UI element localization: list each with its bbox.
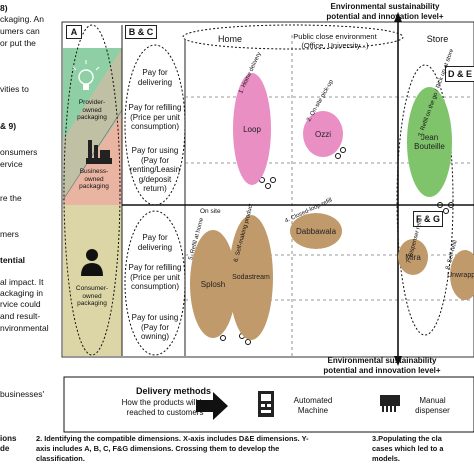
- left-text-line: onsumers: [0, 147, 38, 157]
- lightbulb-icon: [72, 60, 100, 90]
- consumer-owned-label: Consumer- owned packaging: [75, 285, 109, 307]
- blob-dabbawala: Dabbawala: [290, 213, 342, 249]
- delivery-arrow-icon: [196, 392, 228, 420]
- axis-arrow-up: [394, 12, 402, 22]
- header-home: Home: [217, 34, 242, 44]
- blob-sodastream: Sodastream: [229, 215, 273, 340]
- left-text-line: ervice: [0, 159, 23, 169]
- diagram-frame: [61, 21, 474, 358]
- manual-dispenser-label: Manual dispenser: [415, 396, 450, 415]
- business-overlap: [63, 48, 122, 200]
- left-text-line: re the: [0, 193, 22, 203]
- pay-delivering-bottom: Pay for delivering: [137, 233, 173, 252]
- blob-splosh: Splosh: [190, 230, 236, 338]
- caption-right: 3.Populating the cla cases which led to …: [372, 434, 444, 463]
- provider-owned-label: Provider- owned packaging: [77, 99, 107, 121]
- payment-top-oval: [124, 44, 186, 206]
- left-text-line: tential: [0, 255, 26, 265]
- delivery-subtitle: How the products will be reached to cust…: [121, 398, 209, 417]
- left-text-line: rvice could: [0, 299, 41, 309]
- consumer-band: [63, 205, 122, 356]
- caption-left: ions de: [0, 434, 17, 453]
- automated-machine-icon: [258, 391, 274, 417]
- header-public: Public close environment (Office, Univer…: [293, 32, 377, 50]
- location-oval: [182, 24, 404, 50]
- axis-arrow-down: [394, 356, 402, 366]
- left-text-line: ackaging in: [0, 288, 44, 298]
- pay-delivering-top: Pay for delivering: [137, 68, 173, 87]
- person-icon: [81, 249, 103, 276]
- manual-dispenser-icon: [380, 395, 400, 412]
- store-oval: [396, 64, 454, 336]
- left-text-line: mers: [0, 229, 19, 239]
- business-owned-label: Business- owned packaging: [79, 168, 109, 190]
- left-text-line: or put the: [0, 38, 36, 48]
- blob-jean-bouteille: Jean Bouteille: [407, 87, 452, 197]
- delivery-title: Delivery methods: [136, 386, 212, 396]
- axis-top-label: Environmental sustainability potential a…: [326, 2, 444, 21]
- band-diagonal: [62, 109, 123, 201]
- blob-loop: Loop: [233, 73, 271, 185]
- pay-using-bottom: Pay for using (Pay for owning): [131, 313, 179, 341]
- left-text-line: ckaging. An: [0, 14, 44, 24]
- pay-refilling-top: Pay for refilling (Price per unit consum…: [128, 103, 182, 131]
- automated-machine-label: Automated Machine: [293, 396, 333, 415]
- left-text-line: vities to: [0, 84, 29, 94]
- left-text-line: and result-: [0, 311, 41, 321]
- packaging-oval: [63, 24, 121, 356]
- left-text-line: umers can: [0, 26, 40, 36]
- header-store: Store: [426, 34, 449, 44]
- pay-using-top: Pay for using (Pay for renting/Leasin g/…: [129, 146, 181, 193]
- onsite-label: On site: [200, 208, 221, 215]
- left-text-line: nvironmental: [0, 323, 49, 333]
- blob-unwrapped: Unwrapped: [447, 250, 474, 300]
- box-fg: F & G: [413, 211, 443, 227]
- blob-ozzi: Ozzi: [303, 111, 343, 157]
- box-a: A: [66, 25, 82, 39]
- caption-middle: 2. Identifying the compatible dimensions…: [36, 434, 309, 463]
- pay-refilling-bottom: Pay for refilling (Price per unit consum…: [128, 263, 182, 291]
- box-bc: B & C: [125, 25, 157, 39]
- payment-bottom-oval: [124, 210, 186, 356]
- left-text-line: al impact. It: [0, 277, 44, 287]
- left-text-line: & 9): [0, 121, 17, 131]
- blob-mira: Mira: [398, 239, 428, 275]
- left-text-line: 8): [0, 3, 8, 13]
- axis-bottom-label: Environmental sustainability potential a…: [323, 356, 441, 375]
- factory-icon: [86, 140, 112, 164]
- left-text-line: businesses': [0, 389, 45, 399]
- box-de: D & E: [445, 66, 474, 82]
